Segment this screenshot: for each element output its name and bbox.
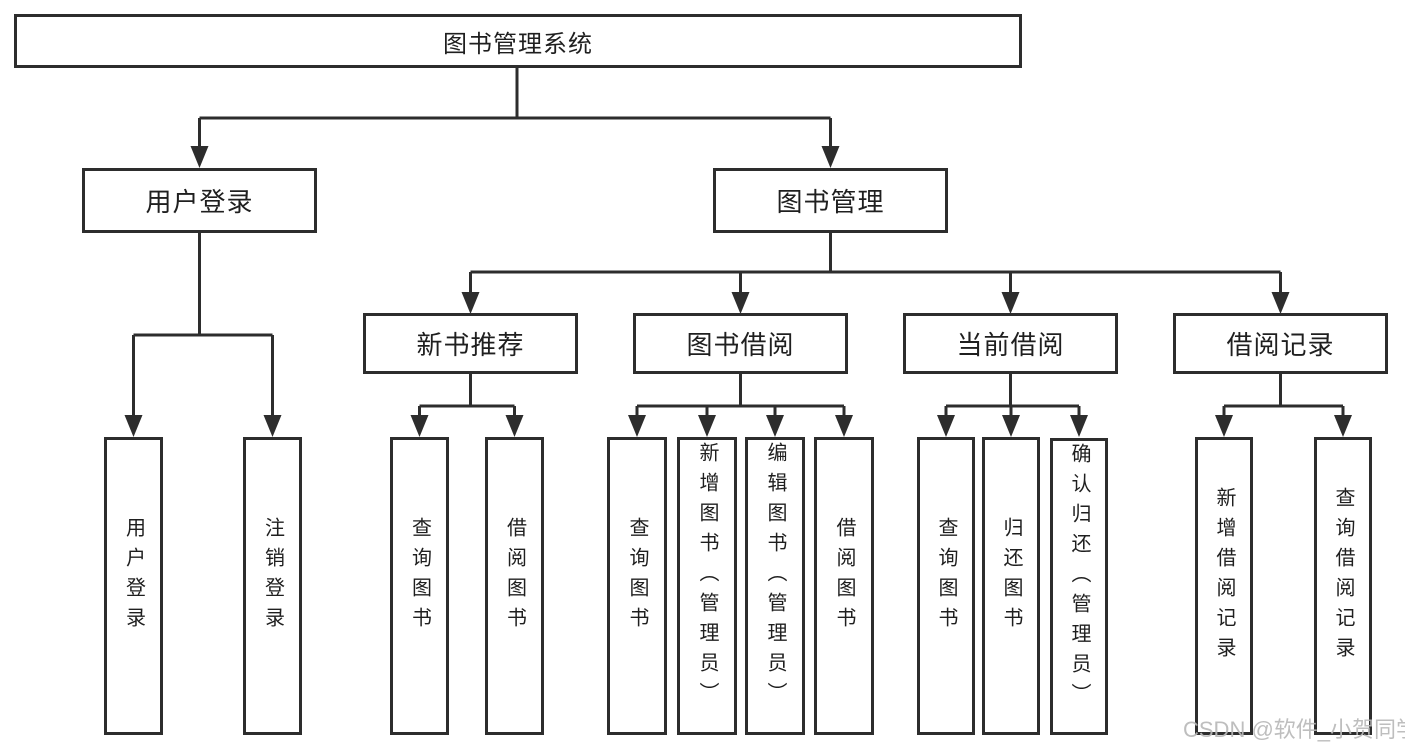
node-current-borrowing-label: 当前借阅 [956,330,1065,360]
leaf-records-add-record: 新增借阅记录 [1195,437,1253,735]
node-root: 图书管理系统 [14,14,1022,68]
leaf-borrowing-edit-books-admin: 编辑图书（管理员） [745,437,805,735]
leaf-user-login-label: 用户登录 [122,517,145,637]
node-user-login-label: 用户登录 [145,187,254,217]
leaf-current-confirm-return-admin-label: 确认归还（管理员） [1068,442,1090,713]
leaf-logout: 注销登录 [243,437,302,735]
node-borrowing-records: 借阅记录 [1173,313,1388,374]
node-new-book-recommend-label: 新书推荐 [416,330,525,360]
leaf-records-add-record-label: 新增借阅记录 [1213,487,1235,667]
leaf-recommend-borrow-books: 借阅图书 [485,437,544,735]
leaf-current-query-books: 查询图书 [917,437,975,735]
csdn-watermark: CSDN @软件_小贺同学 [1183,717,1405,742]
node-user-login: 用户登录 [82,168,317,233]
leaf-borrowing-query-books-label: 查询图书 [626,517,648,637]
leaf-recommend-query-books: 查询图书 [390,437,449,735]
leaf-borrowing-borrow-books: 借阅图书 [814,437,874,735]
node-borrowing-records-label: 借阅记录 [1226,330,1335,360]
leaf-records-query-record: 查询借阅记录 [1314,437,1372,735]
leaf-borrowing-query-books: 查询图书 [607,437,667,735]
node-book-management-label: 图书管理 [776,187,885,217]
leaf-current-query-books-label: 查询图书 [935,517,957,637]
leaf-user-login: 用户登录 [104,437,163,735]
connector-paths [132,68,1345,419]
leaf-recommend-borrow-books-label: 借阅图书 [503,517,526,637]
node-book-borrowing-label: 图书借阅 [686,330,795,360]
node-new-book-recommend: 新书推荐 [363,313,578,374]
node-root-label: 图书管理系统 [443,30,593,58]
leaf-borrowing-borrow-books-label: 借阅图书 [833,517,855,637]
leaf-records-query-record-label: 查询借阅记录 [1332,487,1354,667]
leaf-current-confirm-return-admin: 确认归还（管理员） [1050,438,1108,735]
leaf-borrowing-add-books-admin-label: 新增图书（管理员） [696,442,718,712]
leaf-borrowing-edit-books-admin-label: 编辑图书（管理员） [764,442,786,712]
leaf-recommend-query-books-label: 查询图书 [408,517,431,637]
leaf-current-return-books: 归还图书 [982,437,1040,735]
node-book-management: 图书管理 [713,168,948,233]
node-current-borrowing: 当前借阅 [903,313,1118,374]
leaf-borrowing-add-books-admin: 新增图书（管理员） [677,437,737,735]
leaf-current-return-books-label: 归还图书 [1000,517,1022,637]
leaf-logout-label: 注销登录 [261,517,284,637]
node-book-borrowing: 图书借阅 [633,313,848,374]
